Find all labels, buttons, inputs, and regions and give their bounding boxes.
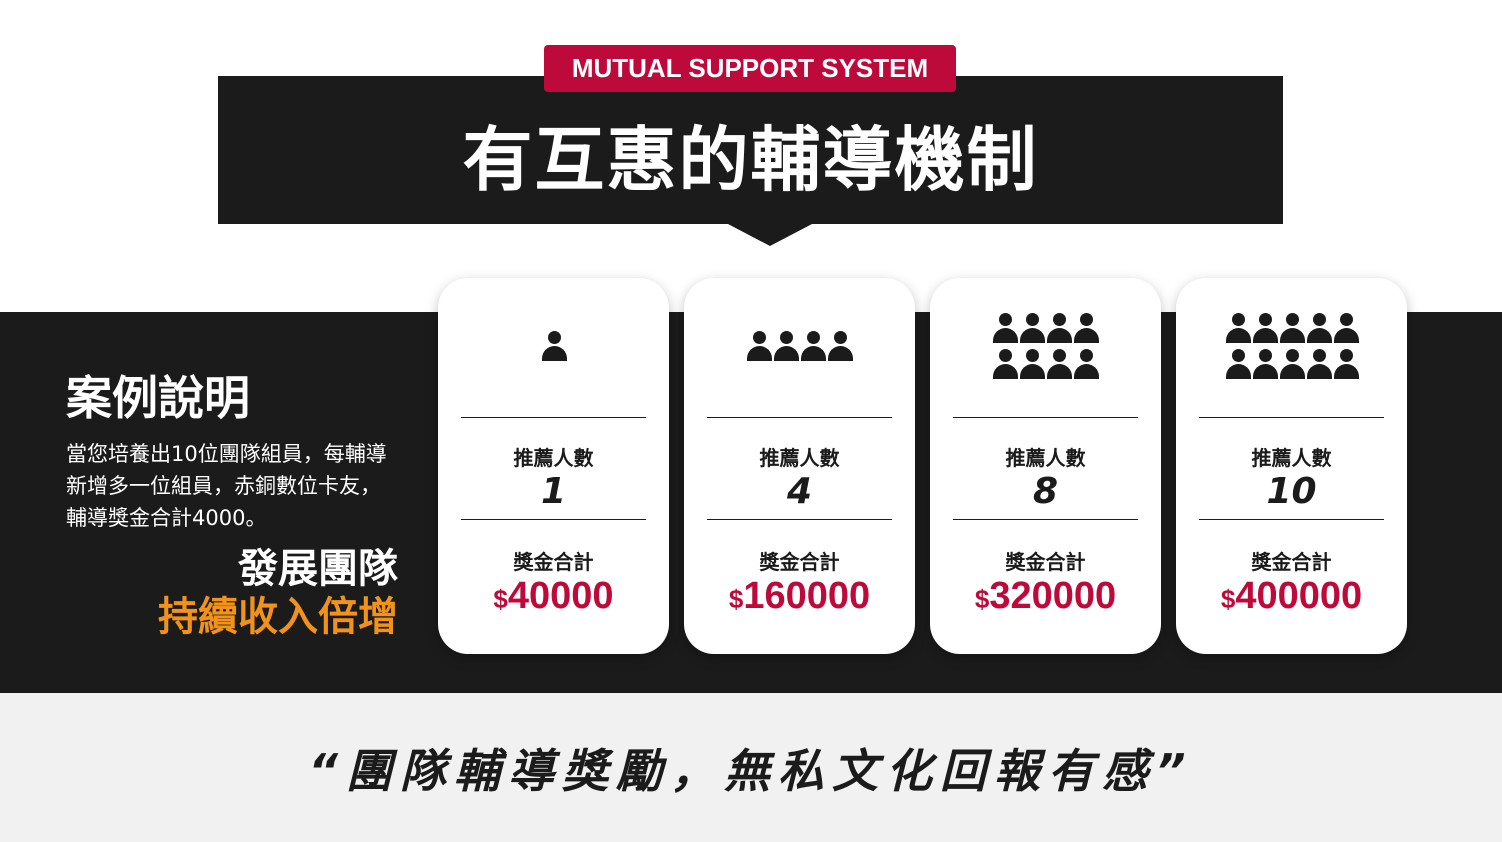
person-icon bbox=[1252, 312, 1278, 347]
divider bbox=[461, 519, 646, 520]
person-icon bbox=[1046, 348, 1072, 383]
case-heading: 案例說明 bbox=[66, 371, 250, 425]
person-icon bbox=[1073, 312, 1099, 347]
bonus-amount: 400000 bbox=[1235, 575, 1363, 617]
count-label: 推薦人數 bbox=[759, 446, 840, 470]
tag-badge: MUTUAL SUPPORT SYSTEM bbox=[544, 45, 956, 92]
reward-card: 推薦人數 4 獎金合計 $160000 bbox=[684, 278, 915, 654]
case-description: 當您培養出10位團隊組員，每輔導新增多一位組員，赤銅數位卡友，輔導獎金合計400… bbox=[66, 442, 387, 530]
person-icon bbox=[1333, 312, 1359, 347]
person-icon bbox=[827, 330, 853, 365]
bonus-value: $400000 bbox=[1176, 575, 1407, 618]
divider bbox=[953, 417, 1138, 418]
person-icon bbox=[1019, 312, 1045, 347]
bonus-label: 獎金合計 bbox=[513, 550, 594, 574]
bonus-amount: 320000 bbox=[989, 575, 1117, 617]
divider bbox=[1199, 417, 1384, 418]
people-icons bbox=[1176, 278, 1407, 417]
divider bbox=[707, 519, 892, 520]
person-icon bbox=[1252, 348, 1278, 383]
person-icon bbox=[1279, 348, 1305, 383]
header-banner: 有互惠的輔導機制 bbox=[218, 76, 1283, 246]
count-value: 1 bbox=[540, 471, 567, 512]
people-icons bbox=[438, 278, 669, 417]
person-icon bbox=[1225, 348, 1251, 383]
bonus-amount: 160000 bbox=[743, 575, 871, 617]
person-icon bbox=[800, 330, 826, 365]
person-icon bbox=[992, 348, 1018, 383]
people-icons bbox=[930, 278, 1161, 417]
bonus-value: $40000 bbox=[438, 575, 669, 618]
person-icon bbox=[773, 330, 799, 365]
slogan-line-2: 持續收入倍增 bbox=[158, 594, 398, 640]
people-icons bbox=[684, 278, 915, 417]
count-value: 10 bbox=[1266, 471, 1317, 512]
currency-symbol: $ bbox=[1220, 584, 1236, 614]
currency-symbol: $ bbox=[493, 584, 508, 614]
bonus-amount: 40000 bbox=[507, 575, 614, 617]
reward-card: 推薦人數 8 獎金合計 $320000 bbox=[930, 278, 1161, 654]
bonus-value: $320000 bbox=[930, 575, 1161, 618]
bonus-label: 獎金合計 bbox=[1251, 550, 1332, 574]
currency-symbol: $ bbox=[974, 584, 990, 614]
person-icon bbox=[746, 330, 772, 365]
bonus-value: $160000 bbox=[684, 575, 915, 618]
count-label: 推薦人數 bbox=[1251, 446, 1332, 470]
person-icon bbox=[1225, 312, 1251, 347]
case-section: 案例說明 當您培養出10位團隊組員，每輔導新增多一位組員，赤銅數位卡友，輔導獎金… bbox=[66, 362, 401, 534]
bonus-label: 獎金合計 bbox=[759, 550, 840, 574]
person-icon bbox=[1306, 348, 1332, 383]
divider bbox=[461, 417, 646, 418]
count-value: 4 bbox=[786, 471, 813, 512]
person-icon bbox=[1019, 348, 1045, 383]
person-icon bbox=[1073, 348, 1099, 383]
person-icon bbox=[992, 312, 1018, 347]
slogan-line-1: 發展團隊 bbox=[238, 546, 398, 592]
divider bbox=[953, 519, 1138, 520]
quote-text: “團隊輔導獎勵，無私文化回報有感” bbox=[308, 743, 1194, 798]
reward-card: 推薦人數 10 獎金合計 $400000 bbox=[1176, 278, 1407, 654]
divider bbox=[1199, 519, 1384, 520]
person-icon bbox=[1333, 348, 1359, 383]
divider bbox=[707, 417, 892, 418]
currency-symbol: $ bbox=[728, 584, 744, 614]
count-label: 推薦人數 bbox=[1005, 446, 1086, 470]
person-icon bbox=[1306, 312, 1332, 347]
person-icon bbox=[541, 330, 567, 365]
slogan: 發展團隊 持續收入倍增 bbox=[158, 545, 398, 641]
count-value: 8 bbox=[1032, 471, 1059, 512]
person-icon bbox=[1279, 312, 1305, 347]
reward-card: 推薦人數 1 獎金合計 $40000 bbox=[438, 278, 669, 654]
page-title: 有互惠的輔導機制 bbox=[462, 118, 1039, 201]
quote-band: “團隊輔導獎勵，無私文化回報有感” bbox=[0, 693, 1502, 842]
person-icon bbox=[1046, 312, 1072, 347]
count-label: 推薦人數 bbox=[513, 446, 594, 470]
bonus-label: 獎金合計 bbox=[1005, 550, 1086, 574]
